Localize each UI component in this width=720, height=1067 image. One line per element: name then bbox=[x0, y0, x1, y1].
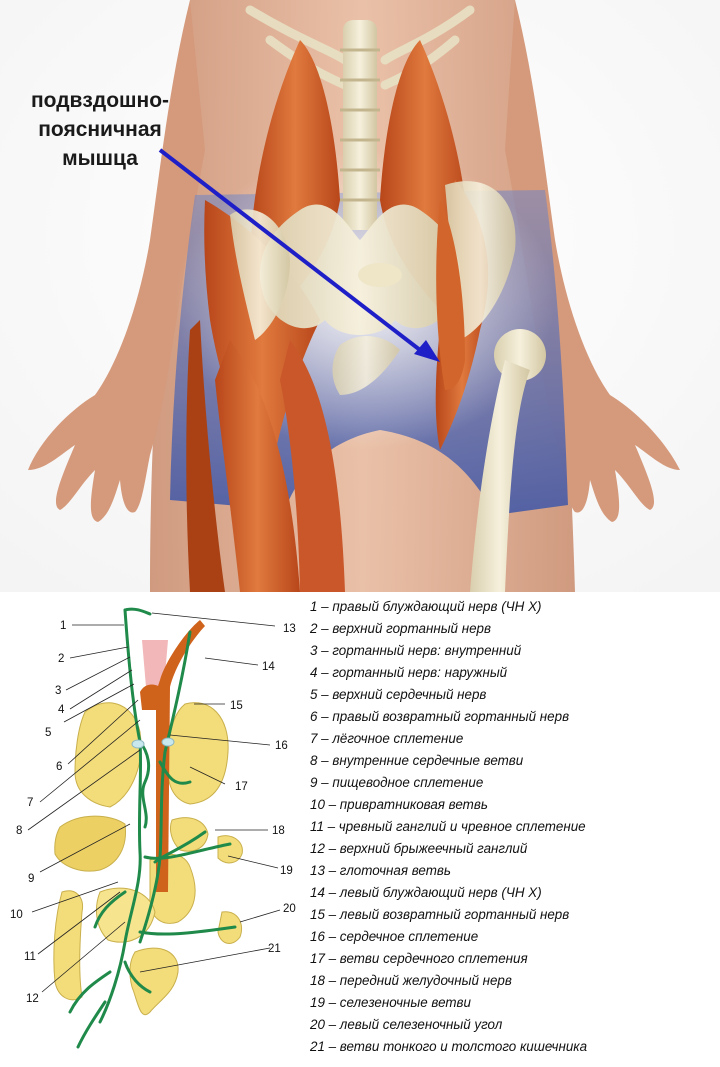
legend-item: 13 – глоточная ветвь bbox=[310, 863, 451, 878]
legend-item: 19 – селезеночные ветви bbox=[310, 995, 471, 1010]
legend-item: 14 – левый блуждающий нерв (ЧН X) bbox=[310, 885, 542, 900]
callout-4: 4 bbox=[58, 704, 65, 716]
callout-21: 21 bbox=[268, 943, 281, 955]
legend-item: 3 – гортанный нерв: внутренний bbox=[310, 643, 522, 658]
callout-16: 16 bbox=[275, 740, 288, 752]
femur bbox=[332, 329, 546, 592]
legend-item: 20 – левый селезеночный угол bbox=[310, 1017, 503, 1032]
legend-item: 16 – сердечное сплетение bbox=[310, 929, 479, 944]
callout-1: 1 bbox=[60, 620, 66, 632]
vagus-nerve-diagram: 1 13 2 14 3 4 15 5 16 6 17 7 8 18 9 19 2… bbox=[0, 592, 310, 1067]
muscle-label-line-2: поясничная bbox=[38, 118, 162, 141]
callout-11: 11 bbox=[24, 951, 36, 963]
callout-9: 9 bbox=[28, 873, 34, 885]
pointer-arrow bbox=[158, 148, 440, 362]
anatomy-illustration: подвздошно- поясничная мышца bbox=[0, 0, 720, 592]
callout-10: 10 bbox=[10, 909, 23, 921]
callout-14: 14 bbox=[262, 661, 275, 673]
legend-item: 17 – ветви сердечного сплетения bbox=[310, 951, 528, 966]
callout-2: 2 bbox=[58, 653, 64, 665]
legend-item: 11 – чревный ганглий и чревное сплетение bbox=[310, 819, 586, 834]
legend-item: 7 – лёгочное сплетение bbox=[310, 731, 464, 746]
callout-20: 20 bbox=[283, 903, 296, 915]
callout-3: 3 bbox=[55, 685, 61, 697]
callout-5: 5 bbox=[45, 727, 51, 739]
legend-item: 15 – левый возвратный гортанный нерв bbox=[310, 907, 570, 922]
callout-6: 6 bbox=[56, 761, 62, 773]
callout-13: 13 bbox=[283, 623, 296, 635]
legend-item: 9 – пищеводное сплетение bbox=[310, 775, 484, 790]
legend-item: 18 – передний желудочный нерв bbox=[310, 973, 512, 988]
callout-8: 8 bbox=[16, 825, 22, 837]
muscle-label-line-1: подвздошно- bbox=[30, 89, 170, 112]
legend-item: 21 – ветви тонкого и толстого кишечника bbox=[310, 1039, 588, 1054]
legend-item: 5 – верхний сердечный нерв bbox=[310, 687, 487, 702]
legend-item: 8 – внутренние сердечные ветви bbox=[310, 753, 524, 768]
callout-18: 18 bbox=[272, 825, 285, 837]
legend-item: 4 – гортанный нерв: наружный bbox=[310, 665, 508, 680]
muscle-label: подвздошно- поясничная мышца bbox=[0, 86, 200, 173]
legend-item: 6 – правый возвратный гортанный нерв bbox=[310, 709, 570, 724]
callout-7: 7 bbox=[27, 797, 33, 809]
callout-15: 15 bbox=[230, 700, 243, 712]
callout-19: 19 bbox=[280, 865, 293, 877]
vagus-nerve-section: 1 13 2 14 3 4 15 5 16 6 17 7 8 18 9 19 2… bbox=[0, 592, 720, 1067]
legend-item: 10 – привратниковая ветвь bbox=[310, 797, 488, 812]
legend-item: 12 – верхний брыжеечный ганглий bbox=[310, 841, 528, 856]
callout-12: 12 bbox=[26, 993, 39, 1005]
nerve-schematic: 1 13 2 14 3 4 15 5 16 6 17 7 8 18 9 19 2… bbox=[10, 607, 296, 1049]
spine bbox=[340, 20, 380, 230]
legend-item: 1 – правый блуждающий нерв (ЧН X) bbox=[310, 599, 542, 614]
legend-item: 2 – верхний гортанный нерв bbox=[310, 621, 491, 636]
muscle-label-line-3: мышца bbox=[62, 147, 138, 170]
callout-17: 17 bbox=[235, 781, 248, 793]
legend-list: 1 – правый блуждающий нерв (ЧН X) 2 – ве… bbox=[310, 596, 720, 1058]
pelvis-muscle-drawing bbox=[0, 0, 720, 592]
